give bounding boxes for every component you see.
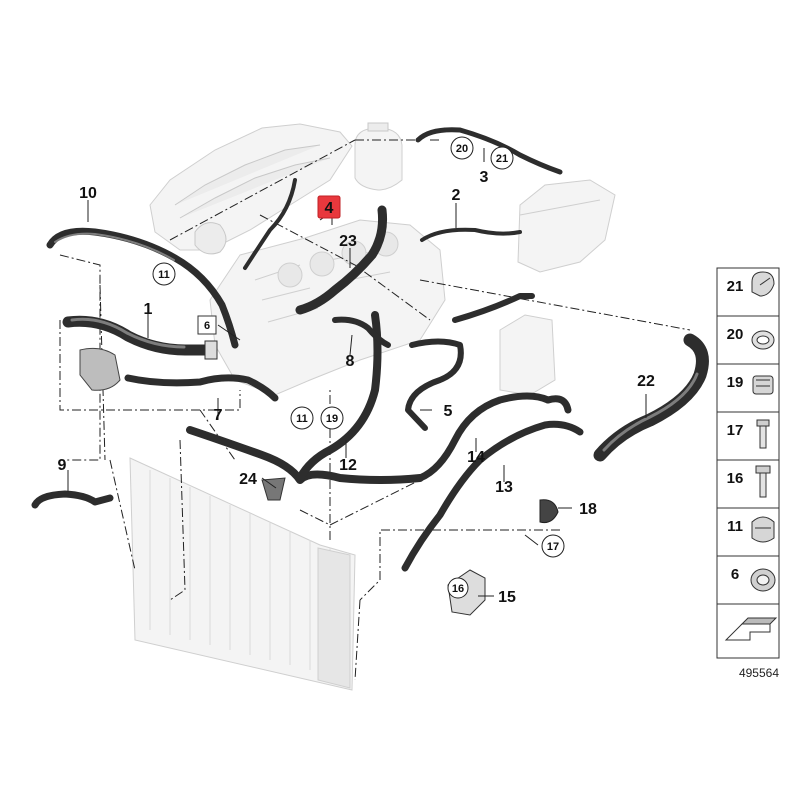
hose-8 [332,316,391,348]
hose-clip-icon [751,516,775,543]
pump-6 [79,347,121,391]
callout-6-box: 6 [197,315,217,335]
legend-number-11: 11 [727,518,743,535]
hose-9 [31,490,114,509]
legend-number-6: 6 [731,566,739,583]
hose-10 [46,227,239,349]
callout-23: 23 [339,233,357,250]
highlighted-callout-4[interactable]: 4 [317,195,341,219]
hose-4 [243,178,297,270]
clip-18 [539,499,559,523]
hose-5 [405,293,535,431]
circled-callout-21: 21 [490,146,514,170]
callout-7: 7 [214,407,223,424]
callout-2: 2 [452,187,461,204]
quick-coupling-clip-icon [752,375,774,395]
radiator [129,457,356,691]
hose-14 [416,392,572,482]
circled-callout-11-b: 11 [290,406,314,430]
auxiliary-cooler [499,314,556,396]
circled-callout-16: 16 [447,577,469,599]
callout-12: 12 [339,457,357,474]
hose-3 [415,127,563,175]
hose-2 [420,227,522,242]
svg-text:16: 16 [452,583,464,595]
callout-6: 6 [204,320,210,332]
legend-number-17: 17 [727,422,744,439]
svg-text:11: 11 [296,413,308,425]
callout-14: 14 [467,449,485,466]
circled-callout-20: 20 [450,136,474,160]
callout-4: 4 [325,200,334,217]
circled-callout-17: 17 [541,534,565,558]
hose-23 [295,205,387,315]
callout-18: 18 [579,501,597,518]
svg-text:21: 21 [496,153,508,165]
callout-5: 5 [444,403,453,420]
leader-lines [67,148,647,597]
hose-22 [593,333,709,462]
callout-10: 10 [79,185,97,202]
engine-block [209,219,446,396]
callout-labels: 10 1 9 7 24 12 23 8 5 14 13 18 15 22 2 3 [58,169,655,606]
coolant-reservoir [517,179,616,273]
parts-legend-table: 21 20 19 17 16 11 6 [716,267,780,659]
expansion-tank [354,122,403,191]
bracket-24 [261,477,286,501]
direction-arrow-icon [724,617,778,641]
connector-sleeve-icon [750,568,776,592]
svg-text:11: 11 [158,269,170,281]
hose-13 [401,420,584,572]
svg-text:20: 20 [456,143,468,155]
bolt-icon [756,419,770,449]
callout-3: 3 [480,169,489,186]
drawing-number: 495564 [739,666,779,680]
circled-labels: 11 11 19 20 21 17 16 [152,136,565,599]
spring-clamp-icon [751,271,775,297]
hose-1 [62,315,218,360]
band-clamp-icon [751,330,775,350]
callout-8: 8 [346,353,355,370]
intake-manifold [149,123,353,255]
legend-number-20: 20 [727,326,744,343]
hose-12 [186,311,424,484]
callout-24: 24 [239,471,257,488]
legend-number-21: 21 [727,278,744,295]
callout-22: 22 [637,373,655,390]
callout-15: 15 [498,589,516,606]
svg-text:19: 19 [326,413,338,425]
svg-text:17: 17 [547,541,559,553]
flange-bolt-icon [755,465,771,498]
legend-number-19: 19 [727,374,744,391]
circled-callout-19: 19 [320,406,344,430]
circled-callout-11-a: 11 [152,262,176,286]
callout-13: 13 [495,479,513,496]
legend-number-16: 16 [727,470,744,487]
hose-7 [124,374,279,402]
callout-9: 9 [58,457,67,474]
callout-1: 1 [144,301,153,318]
